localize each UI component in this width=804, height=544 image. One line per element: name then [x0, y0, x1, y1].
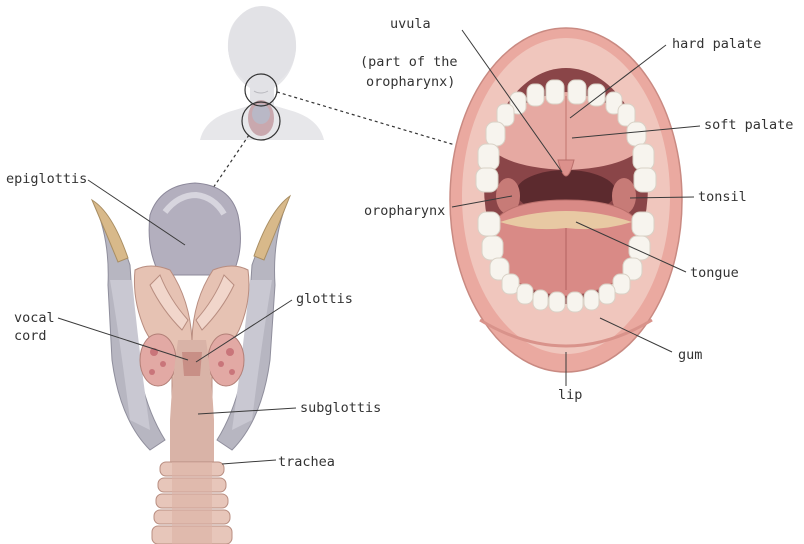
label-tonsil: tonsil	[698, 189, 747, 205]
label-gum: gum	[678, 347, 702, 363]
label-trachea: trachea	[278, 454, 335, 470]
label-oropharynx: oropharynx	[364, 203, 445, 219]
label-subglottis: subglottis	[300, 400, 381, 416]
label-tongue: tongue	[690, 265, 739, 281]
label-epiglottis: epiglottis	[6, 171, 87, 187]
connector-to-larynx	[213, 135, 249, 188]
label-uvula-line3: oropharynx)	[366, 74, 455, 90]
label-vocal-cord-line1: vocal	[14, 310, 55, 326]
larynx-illustration	[92, 183, 290, 544]
label-soft-palate: soft palate	[704, 117, 793, 133]
label-lip: lip	[558, 387, 582, 403]
label-hard-palate: hard palate	[672, 36, 761, 52]
head-silhouette	[200, 6, 324, 140]
label-vocal-cord-line2: cord	[14, 328, 47, 344]
label-uvula-line1: uvula	[390, 16, 431, 32]
label-glottis: glottis	[296, 291, 353, 307]
mouth-illustration	[450, 28, 682, 372]
label-uvula-line2: (part of the	[360, 54, 458, 70]
